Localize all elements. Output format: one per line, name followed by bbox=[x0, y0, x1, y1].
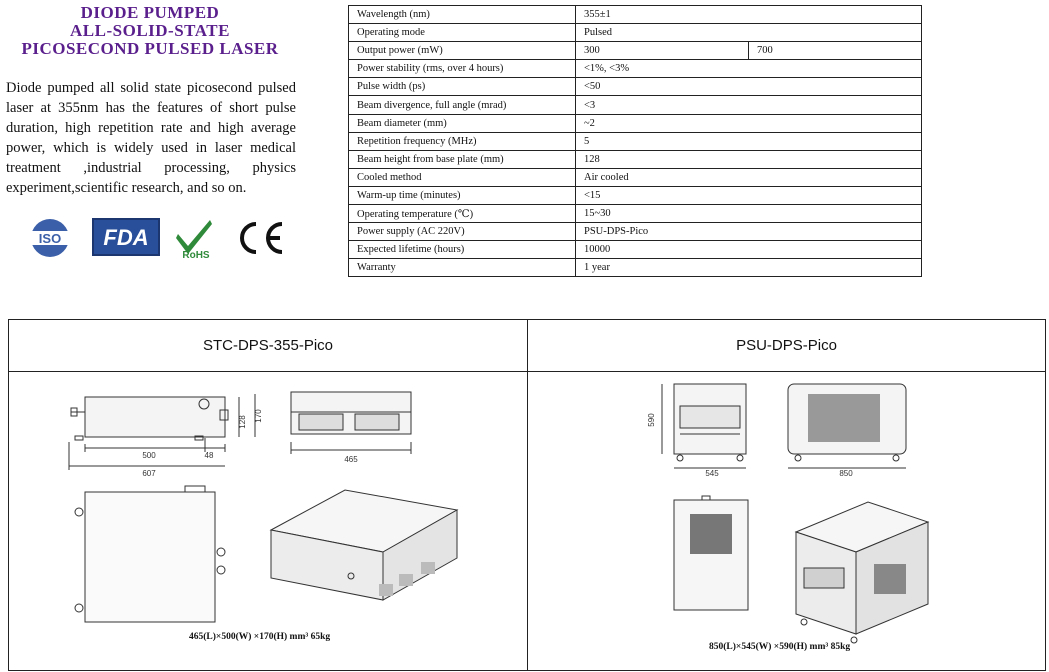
spec-label: Repetition frequency (MHz) bbox=[348, 131, 576, 151]
spec-label: Beam divergence, full angle (mrad) bbox=[348, 95, 576, 115]
spec-row: Pulse width (ps)<50 bbox=[348, 77, 922, 97]
spec-label: Power supply (AC 220V) bbox=[348, 222, 576, 242]
power-supply-drawings: 590 545 850 bbox=[647, 383, 930, 644]
spec-row: Beam height from base plate (mm)128 bbox=[348, 149, 922, 169]
spec-label: Operating mode bbox=[348, 23, 576, 43]
dim-607: 607 bbox=[142, 469, 156, 478]
dim-465: 465 bbox=[344, 455, 358, 464]
spec-label: Output power (mW) bbox=[348, 41, 576, 61]
spec-value: <3 bbox=[575, 95, 922, 115]
spec-row: Beam divergence, full angle (mrad)<3 bbox=[348, 95, 922, 115]
fda-logo-icon: FDA bbox=[92, 218, 160, 256]
spec-row: Expected lifetime (hours)10000 bbox=[348, 240, 922, 260]
laser-head-drawings: 500 48 607 128 170 465 bbox=[68, 391, 459, 623]
spec-label: Warm-up time (minutes) bbox=[348, 185, 576, 206]
dim-500: 500 bbox=[142, 451, 156, 460]
spec-value: 355±1 bbox=[575, 4, 922, 25]
laser-head-dimensions-caption: 465(L)×500(W) ×170(H) mm³ 65kg bbox=[189, 632, 331, 642]
spec-value: ~2 bbox=[575, 113, 922, 133]
power-supply-model-heading: PSU-DPS-Pico bbox=[736, 337, 837, 354]
psu-side-view bbox=[787, 383, 907, 469]
psu-front-view bbox=[661, 383, 747, 469]
dim-128: 128 bbox=[238, 415, 247, 429]
psu-rear-view bbox=[673, 495, 749, 611]
spec-row: Beam diameter (mm)~2 bbox=[348, 113, 922, 133]
product-title: DIODE PUMPED ALL-SOLID-STATE PICOSECOND … bbox=[0, 4, 300, 58]
dim-545: 545 bbox=[705, 469, 719, 478]
iso-logo-text: ISO bbox=[39, 231, 61, 246]
spec-label: Operating temperature (℃) bbox=[348, 204, 576, 224]
spec-value: Pulsed bbox=[575, 23, 922, 43]
laser-front-view bbox=[290, 391, 412, 454]
dim-590: 590 bbox=[647, 413, 656, 427]
spec-value: 15~30 bbox=[575, 204, 922, 224]
dim-170: 170 bbox=[254, 409, 263, 423]
spec-value: 300 bbox=[575, 41, 749, 61]
spec-label: Beam diameter (mm) bbox=[348, 113, 576, 133]
iso-logo-icon: ISO bbox=[28, 219, 72, 257]
spec-label: Expected lifetime (hours) bbox=[348, 240, 576, 260]
spec-label: Cooled method bbox=[348, 167, 576, 187]
rohs-logo-icon: RoHS bbox=[176, 220, 212, 260]
fda-logo-text: FDA bbox=[103, 225, 148, 250]
spec-row: Power stability (rms, over 4 hours)<1%, … bbox=[348, 59, 922, 79]
spec-row: Operating temperature (℃)15~30 bbox=[348, 204, 922, 224]
ce-logo-icon: CE bbox=[232, 218, 283, 254]
spec-label: Wavelength (nm) bbox=[348, 4, 576, 25]
spec-value: Air cooled bbox=[575, 167, 922, 187]
title-line-1: DIODE PUMPED bbox=[80, 3, 220, 22]
laser-head-model-heading: STC-DPS-355-Pico bbox=[202, 337, 334, 354]
rohs-logo-text: RoHS bbox=[182, 250, 210, 260]
spec-value: <15 bbox=[575, 185, 922, 206]
intro-paragraph: Diode pumped all solid state picosecond … bbox=[6, 80, 296, 196]
title-line-3: PICOSECOND PULSED LASER bbox=[21, 39, 279, 58]
spec-value: 10000 bbox=[575, 240, 922, 260]
title-line-2: ALL-SOLID-STATE bbox=[70, 21, 230, 40]
power-supply-dimensions-caption: 850(L)×545(W) ×590(H) mm³ 85kg bbox=[709, 642, 851, 652]
psu-isometric-view bbox=[794, 501, 930, 644]
spec-label: Power stability (rms, over 4 hours) bbox=[348, 59, 576, 79]
spec-label: Pulse width (ps) bbox=[348, 77, 576, 97]
spec-value: 1 year bbox=[575, 258, 922, 278]
laser-top-view bbox=[74, 485, 226, 623]
spec-label: Warranty bbox=[348, 258, 576, 278]
spec-value: <1%, <3% bbox=[575, 59, 922, 79]
spec-label: Beam height from base plate (mm) bbox=[348, 149, 576, 169]
spec-value: 128 bbox=[575, 149, 922, 169]
spec-value-alt: 700 bbox=[748, 41, 922, 61]
laser-isometric-view bbox=[269, 489, 459, 601]
dim-48: 48 bbox=[205, 451, 214, 460]
spec-value: PSU-DPS-Pico bbox=[575, 222, 922, 242]
spec-row: Power supply (AC 220V)PSU-DPS-Pico bbox=[348, 222, 922, 242]
laser-side-view bbox=[68, 394, 256, 470]
spec-row: Repetition frequency (MHz)5 bbox=[348, 131, 922, 151]
certification-logos: ISO FDA RoHS CE bbox=[26, 218, 296, 260]
ce-logo-text: CE bbox=[232, 218, 234, 219]
spec-value: <50 bbox=[575, 77, 922, 97]
dim-850: 850 bbox=[839, 469, 853, 478]
spec-row: Wavelength (nm)355±1 bbox=[348, 4, 922, 25]
dimension-drawings: STC-DPS-355-Pico PSU-DPS-Pico 500 48 607… bbox=[8, 319, 1046, 671]
spec-value: 5 bbox=[575, 131, 922, 151]
spec-row: Warm-up time (minutes)<15 bbox=[348, 185, 922, 206]
